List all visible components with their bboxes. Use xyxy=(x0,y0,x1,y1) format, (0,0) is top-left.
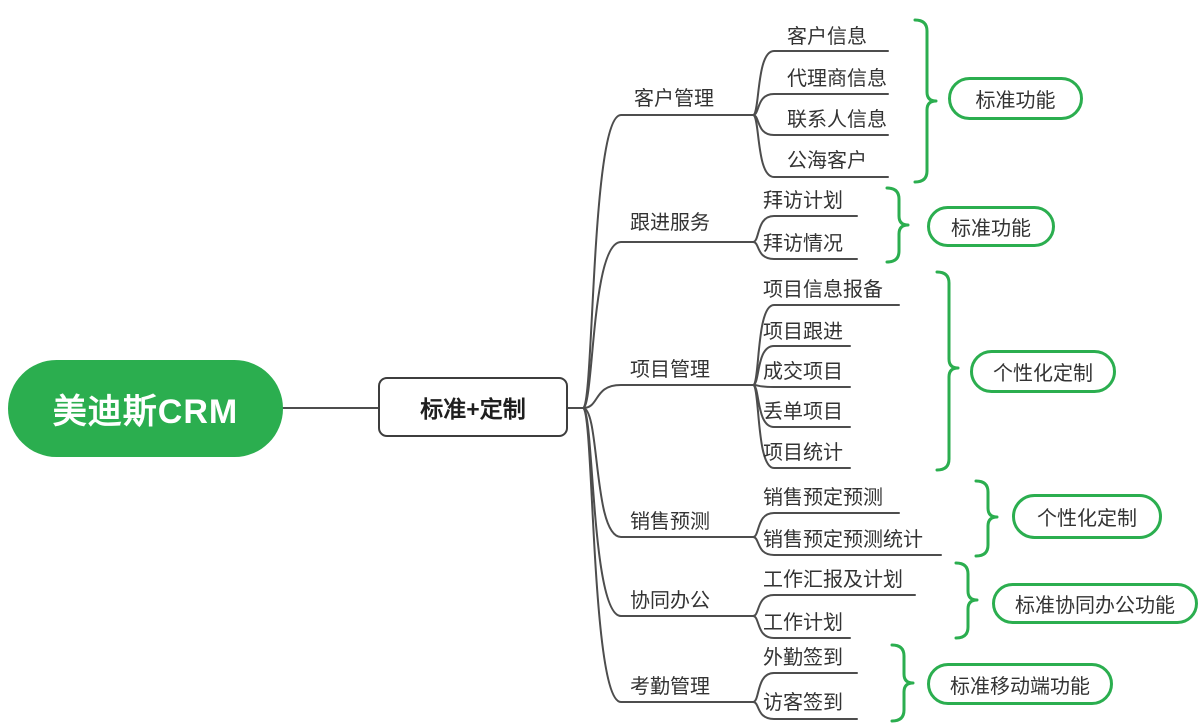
leaf-label[interactable]: 拜访计划 xyxy=(763,190,843,212)
branch-label-follow-up-service[interactable]: 跟进服务 xyxy=(630,212,710,234)
brace-marks xyxy=(885,18,999,723)
branch-label-project-management[interactable]: 项目管理 xyxy=(630,359,710,381)
leaf-label[interactable]: 丢单项目 xyxy=(763,401,843,423)
leaf-label[interactable]: 销售预定预测统计 xyxy=(763,529,923,551)
branch-label-attendance-management[interactable]: 考勤管理 xyxy=(630,676,710,698)
root-node[interactable]: 美迪斯CRM xyxy=(8,360,283,457)
leaf-label[interactable]: 销售预定预测 xyxy=(763,487,883,509)
annotation-pill-standard-mobile[interactable]: 标准移动端功能 xyxy=(927,663,1113,705)
annotation-pill-standard-collab-office[interactable]: 标准协同办公功能 xyxy=(992,583,1198,624)
leaf-label[interactable]: 访客签到 xyxy=(763,692,843,714)
annotation-pill-personalized-custom-2[interactable]: 个性化定制 xyxy=(1012,494,1162,539)
leaf-label[interactable]: 成交项目 xyxy=(763,361,843,383)
annotation-pill-standard-functions-1[interactable]: 标准功能 xyxy=(948,77,1083,120)
branch-connectors xyxy=(282,50,942,720)
leaf-label[interactable]: 客户信息 xyxy=(787,26,867,48)
leaf-label[interactable]: 联系人信息 xyxy=(787,109,887,131)
annotation-pill-personalized-custom-1[interactable]: 个性化定制 xyxy=(970,350,1116,393)
leaf-label[interactable]: 工作计划 xyxy=(763,612,843,634)
branch-label-collaborative-office[interactable]: 协同办公 xyxy=(630,590,710,612)
annotation-pill-standard-functions-2[interactable]: 标准功能 xyxy=(927,206,1055,247)
branch-label-customer-management[interactable]: 客户管理 xyxy=(634,88,714,110)
leaf-label[interactable]: 项目信息报备 xyxy=(763,279,883,301)
leaf-label[interactable]: 公海客户 xyxy=(787,150,867,172)
topic-node[interactable]: 标准+定制 xyxy=(378,377,568,437)
leaf-label[interactable]: 项目跟进 xyxy=(763,321,843,343)
branch-label-sales-forecast[interactable]: 销售预测 xyxy=(630,511,710,533)
leaf-label[interactable]: 项目统计 xyxy=(763,442,843,464)
leaf-label[interactable]: 工作汇报及计划 xyxy=(763,569,903,591)
leaf-label[interactable]: 拜访情况 xyxy=(763,233,843,255)
leaf-label[interactable]: 代理商信息 xyxy=(787,68,887,90)
leaf-label[interactable]: 外勤签到 xyxy=(763,647,843,669)
